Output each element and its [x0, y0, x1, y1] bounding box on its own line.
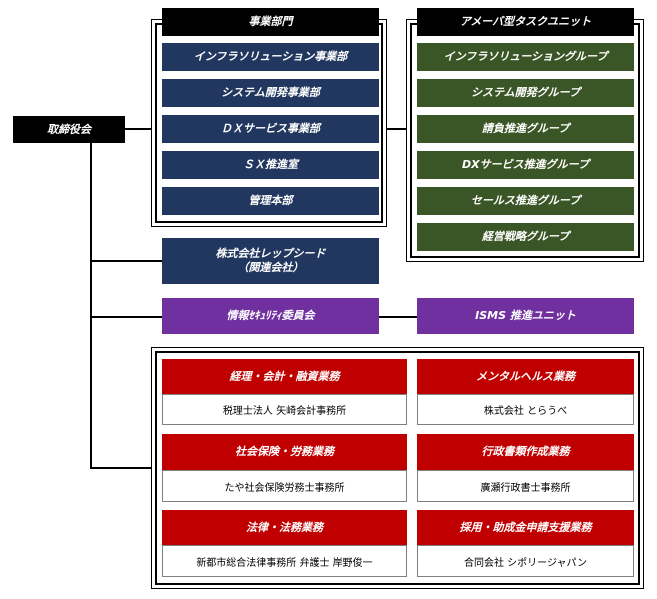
connector-trunk-affiliate — [90, 260, 162, 262]
partner-name: 廣瀬行政書士事務所 — [417, 470, 634, 502]
partners-inner-frame — [155, 351, 640, 585]
business-division-item: システム開発事業部 — [162, 79, 379, 107]
connector-security-isms — [379, 316, 417, 318]
connector-trunk-partners — [90, 467, 151, 469]
amoeba-unit-item: セールス推進グループ — [417, 187, 634, 215]
partner-service-title: 法律・法務業務 — [162, 510, 407, 545]
business-division-item: ＳＸ推進室 — [162, 151, 379, 179]
affiliate-company-box: 株式会社レップシード （関連会社） — [162, 238, 379, 284]
partner-name: 合同会社 シポリージャパン — [417, 545, 634, 577]
connector-trunk-security — [90, 316, 162, 318]
business-division-item: 管理本部 — [162, 187, 379, 215]
amoeba-unit-header: アメーバ型タスクユニット — [417, 8, 634, 36]
business-division-item: ＤＸサービス事業部 — [162, 115, 379, 143]
partner-name: 税理士法人 矢崎会計事務所 — [162, 394, 407, 425]
business-division-header: 事業部門 — [162, 8, 379, 36]
amoeba-unit-item: システム開発グループ — [417, 79, 634, 107]
isms-unit-box: ISMS 推進ユニット — [417, 298, 634, 334]
board-of-directors-box: 取締役会 — [13, 116, 125, 143]
partner-name: 新都市総合法律事務所 弁護士 岸野俊一 — [162, 545, 407, 577]
connector-board-business — [125, 128, 151, 130]
connector-business-amoeba — [387, 128, 406, 130]
partner-service-title: 採用・助成金申請支援業務 — [417, 510, 634, 545]
partners-frame — [151, 347, 644, 589]
partner-service-title: 行政書類作成業務 — [417, 434, 634, 470]
partner-name: 株式会社 とらうべ — [417, 394, 634, 425]
partner-name: たや社会保険労務士事務所 — [162, 470, 407, 502]
amoeba-unit-item: DXサービス推進グループ — [417, 151, 634, 179]
partner-service-title: 社会保険・労務業務 — [162, 434, 407, 470]
amoeba-unit-item: インフラソリューショングループ — [417, 43, 634, 71]
amoeba-unit-item: 経営戦略グループ — [417, 223, 634, 251]
security-committee-box: 情報ｾｷｭﾘﾃｨ委員会 — [162, 298, 379, 334]
partner-service-title: 経理・会計・融資業務 — [162, 359, 407, 394]
partner-service-title: メンタルヘルス業務 — [417, 359, 634, 394]
connector-board-trunk — [90, 142, 92, 468]
business-division-item: インフラソリューション事業部 — [162, 43, 379, 71]
amoeba-unit-item: 請負推進グループ — [417, 115, 634, 143]
